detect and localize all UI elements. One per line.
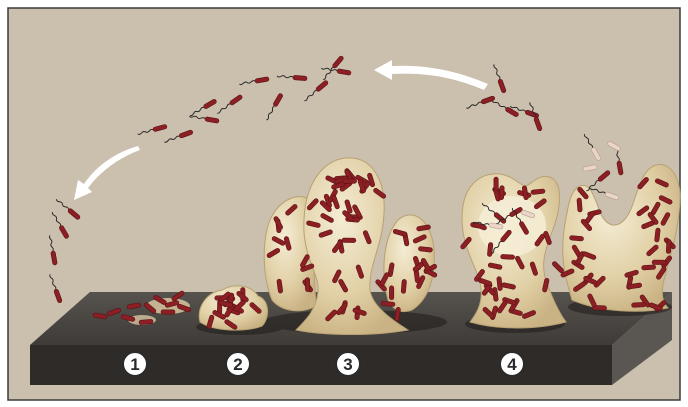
- rod-bacterium-icon: [577, 198, 583, 212]
- rod-bacterium-icon: [494, 177, 499, 191]
- stage-badge-3: 3: [336, 352, 360, 376]
- rod-bacterium-icon: [139, 319, 153, 325]
- rod-bacterium-icon: [343, 179, 357, 183]
- svg-text:1: 1: [130, 355, 139, 374]
- rod-bacterium-icon: [401, 279, 407, 293]
- rod-bacterium-icon: [632, 302, 646, 307]
- stage-badge-2: 2: [226, 352, 250, 376]
- rod-bacterium-icon: [342, 238, 356, 243]
- rod-bacterium-icon: [652, 260, 666, 265]
- rod-bacterium-icon: [381, 301, 395, 307]
- rod-bacterium-icon: [569, 235, 583, 241]
- rod-bacterium-icon: [389, 286, 393, 300]
- rod-bacterium-icon: [305, 278, 310, 292]
- svg-text:4: 4: [507, 355, 517, 374]
- svg-text:3: 3: [343, 355, 352, 374]
- svg-text:2: 2: [233, 355, 242, 374]
- stage-badge-4: 4: [500, 352, 524, 376]
- rod-bacterium-icon: [499, 186, 504, 200]
- stage-badge-1: 1: [123, 352, 147, 376]
- rod-bacterium-icon: [161, 310, 175, 314]
- rod-bacterium-icon: [501, 254, 515, 259]
- rod-bacterium-icon: [666, 239, 671, 253]
- rod-bacterium-icon: [642, 265, 656, 270]
